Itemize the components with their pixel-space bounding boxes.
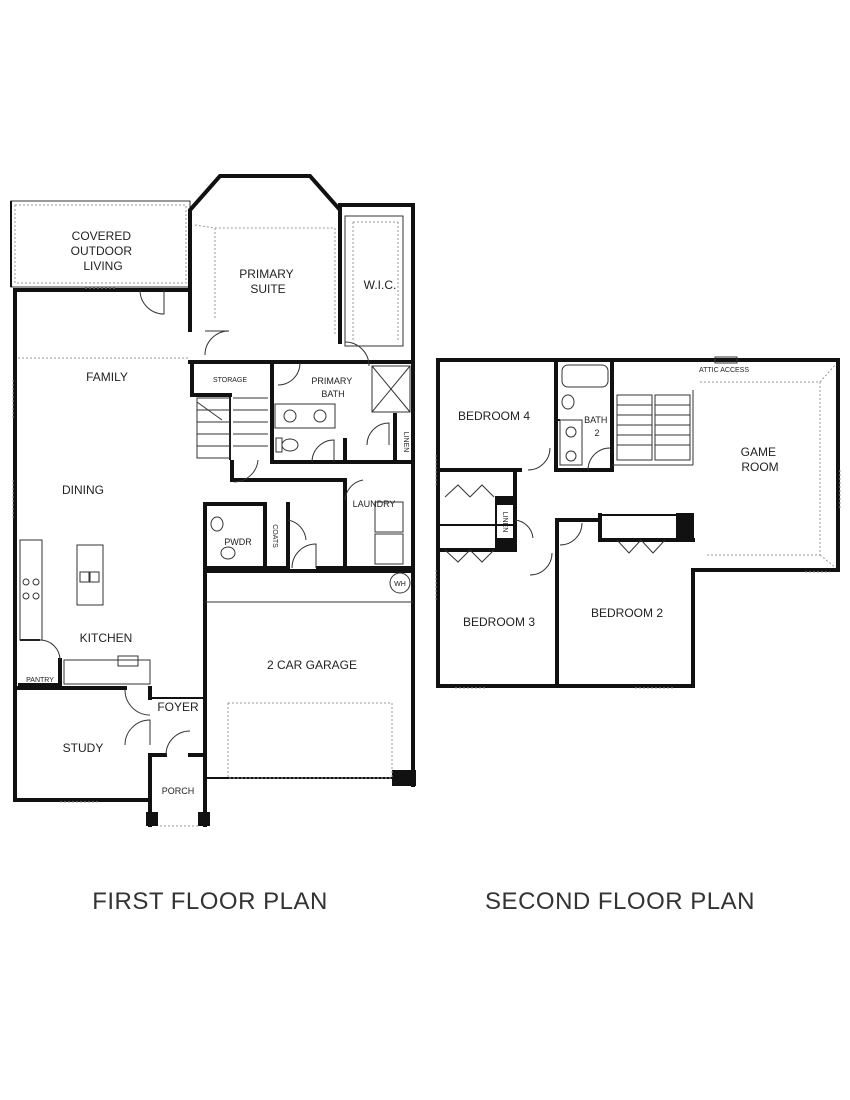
first-floor-labels: COVERED OUTDOOR LIVING PRIMARY SUITE W.I…	[26, 229, 409, 796]
attic-access-label: ATTIC ACCESS	[699, 367, 749, 374]
second-floor-windows	[435, 455, 841, 689]
primary-suite-label: PRIMARY SUITE	[239, 267, 297, 296]
two-car-garage-label: 2 CAR GARAGE	[267, 658, 357, 672]
foyer-label: FOYER	[157, 700, 199, 714]
wic-label: W.I.C.	[364, 278, 397, 292]
water-heater-label: WH	[394, 581, 406, 588]
pwdr-label: PWDR	[224, 537, 252, 547]
kitchen-label: KITCHEN	[80, 631, 133, 645]
covered-outdoor-living-label: COVERED OUTDOOR LIVING	[71, 229, 136, 273]
pantry-label: PANTRY	[26, 677, 54, 684]
second-floor-exterior-walls	[436, 358, 840, 688]
porch-label: PORCH	[162, 786, 195, 796]
bedroom-2-label: BEDROOM 2	[591, 606, 663, 620]
game-room-label: GAME ROOM	[741, 445, 780, 474]
first-floor-doors	[39, 289, 390, 756]
study-label: STUDY	[63, 741, 104, 755]
first-floor-windows	[12, 287, 115, 803]
dining-label: DINING	[62, 483, 104, 497]
second-floor-interior-walls	[436, 358, 695, 688]
coats-label: COATS	[271, 524, 278, 548]
bedroom-4-label: BEDROOM 4	[458, 409, 530, 423]
linen-label-first-floor: LINEN	[402, 432, 409, 453]
storage-label: STORAGE	[213, 377, 247, 384]
first-floor-caption: FIRST FLOOR PLAN	[92, 888, 328, 915]
second-floor-fixtures	[444, 356, 837, 569]
second-floor-labels: ATTIC ACCESS BEDROOM 4 BATH 2 GAME ROOM …	[458, 367, 779, 629]
primary-bath-label: PRIMARY BATH	[311, 376, 354, 399]
bedroom-3-label: BEDROOM 3	[463, 615, 535, 629]
linen-label-second-floor: LINEN	[501, 512, 508, 533]
first-floor-plan: COVERED OUTDOOR LIVING PRIMARY SUITE W.I…	[10, 174, 416, 915]
first-floor-fixtures	[18, 215, 411, 779]
second-floor-plan: ATTIC ACCESS BEDROOM 4 BATH 2 GAME ROOM …	[435, 356, 841, 915]
second-floor-caption: SECOND FLOOR PLAN	[485, 888, 755, 915]
laundry-label: LAUNDRY	[353, 499, 396, 509]
second-floor-doors	[514, 447, 611, 576]
family-label: FAMILY	[86, 370, 128, 384]
first-floor-interior-walls	[13, 203, 415, 757]
bath-2-label: BATH 2	[584, 415, 610, 438]
